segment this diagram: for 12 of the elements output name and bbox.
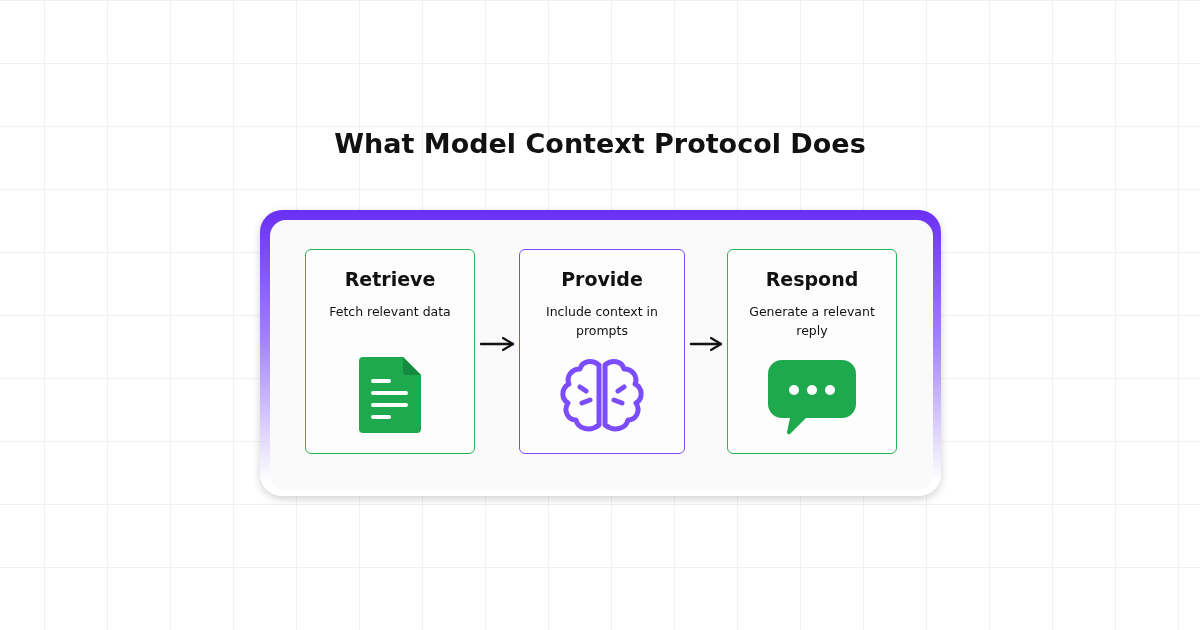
step-description: Include context in prompts <box>545 303 659 340</box>
step-card <box>305 249 475 454</box>
diagram-title: What Model Context Protocol Does <box>333 128 867 159</box>
arrow <box>689 336 723 352</box>
step-description: Fetch relevant data <box>328 303 452 321</box>
arrow <box>479 336 515 352</box>
step-heading: Provide <box>561 268 643 290</box>
step-card <box>727 249 897 454</box>
step-card <box>519 249 685 454</box>
step-heading: Respond <box>765 268 859 290</box>
step-heading: Retrieve <box>344 268 436 290</box>
step-description: Generate a relevant reply <box>748 303 876 340</box>
